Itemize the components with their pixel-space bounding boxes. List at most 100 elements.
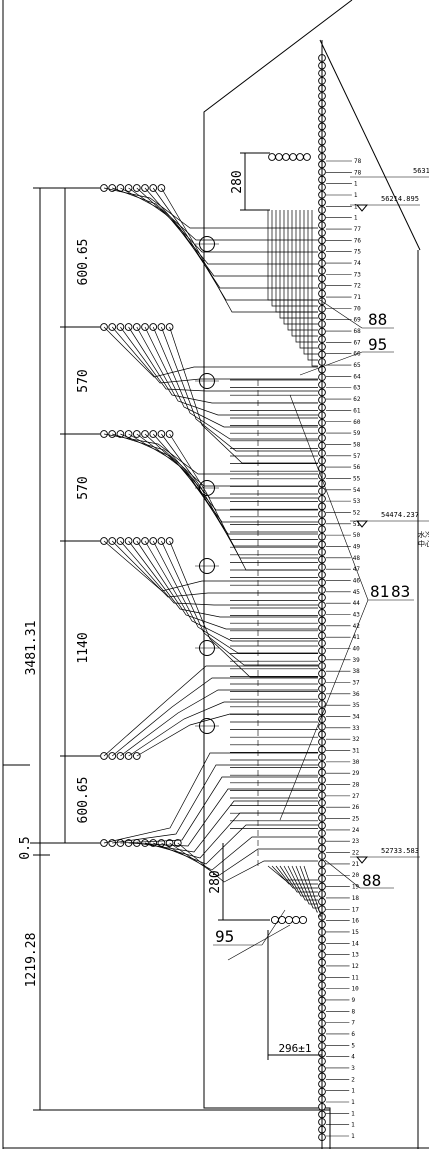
- upper-tube-path: [303, 210, 318, 355]
- tube-number: 5: [351, 1042, 355, 1049]
- elevation-52733: 52733.583: [381, 847, 419, 855]
- tube-path: [128, 788, 318, 847]
- tube-path: [136, 713, 318, 757]
- tube-number: 1: [351, 1099, 355, 1106]
- bottom-tube-circle: [277, 915, 287, 925]
- tube-path: [112, 187, 318, 241]
- lower-tube-path: [279, 865, 318, 893]
- bottom-tube-circle: [284, 915, 294, 925]
- tube-path: [112, 764, 318, 844]
- tube-bundles: [103, 187, 322, 917]
- tube-path: [144, 540, 318, 642]
- upper-tube-path: [307, 210, 318, 361]
- tube-path: [136, 433, 318, 523]
- tube-number: 29: [352, 770, 360, 777]
- bottom-tube-circle: [298, 915, 308, 925]
- tube-path: [111, 540, 318, 598]
- outline-parallelogram-left: [203, 0, 353, 1149]
- tube-path: [169, 540, 318, 678]
- bottom-tube-circle: [270, 915, 280, 925]
- tube-number: 8: [351, 1008, 355, 1015]
- tube-number: 78: [354, 169, 362, 176]
- support-circles: [195, 236, 219, 734]
- tube-number: 9: [351, 997, 355, 1004]
- tube-path: [103, 326, 318, 378]
- dim-600-lower: 600.65: [76, 777, 91, 824]
- tube-number: 16: [352, 918, 360, 925]
- tube-number: 67: [353, 339, 361, 346]
- lower-tube-path: [295, 865, 318, 909]
- tube-path: [136, 187, 318, 277]
- tube-number: 25: [352, 816, 360, 823]
- tube-path: [120, 187, 318, 253]
- tube-path: [128, 540, 318, 618]
- tube-path: [152, 540, 318, 654]
- top-tube-circle: [303, 153, 311, 161]
- dim-570-a: 570: [76, 369, 91, 392]
- tube-number: 34: [352, 714, 360, 721]
- tube-number: 60: [353, 419, 361, 426]
- tube-number: 1: [354, 181, 358, 188]
- tube-number: 43: [353, 611, 361, 618]
- tube-path: [128, 326, 318, 404]
- tube-number: 54: [353, 487, 361, 494]
- tube-number: 20: [352, 872, 360, 879]
- tube-number: 70: [354, 305, 362, 312]
- tube-number: 51: [353, 521, 361, 528]
- tube-number: 53: [353, 498, 361, 505]
- tube-number: 76: [354, 237, 362, 244]
- tube-path: [136, 326, 318, 416]
- tube-number: 50: [353, 532, 361, 539]
- upper-tube-path: [311, 210, 318, 367]
- tube-number: 58: [353, 441, 361, 448]
- tube-path: [169, 842, 318, 877]
- tube-number: 52: [353, 509, 361, 516]
- tube-number: 26: [352, 804, 360, 811]
- callout-95-top: 95: [368, 335, 387, 354]
- tube-path: [144, 187, 318, 289]
- upper-tube-path: [299, 210, 318, 349]
- lower-tube-path: [283, 865, 318, 897]
- tube-number: 24: [352, 827, 360, 834]
- tube-path: [161, 326, 318, 452]
- tube-path: [103, 433, 318, 475]
- top-tube-circle: [282, 153, 290, 161]
- tube-row-circles: [100, 153, 311, 925]
- tube-path: [144, 326, 318, 428]
- elevation-56214: 56214.895: [381, 195, 419, 203]
- callout-81: 81: [370, 582, 389, 601]
- bottom-tube-circle: [291, 915, 301, 925]
- dim-280-top: 280: [230, 170, 245, 193]
- tube-number: 49: [353, 543, 361, 550]
- tube-number: 13: [352, 952, 360, 959]
- tube-number: 44: [353, 600, 361, 607]
- tube-path: [112, 433, 318, 487]
- tube-path: [169, 326, 318, 464]
- tube-number: 30: [352, 759, 360, 766]
- tube-number: 1: [354, 215, 358, 222]
- tube-path: [152, 187, 318, 301]
- tube-path: [177, 842, 318, 883]
- dim-3481: 3481.31: [24, 621, 39, 676]
- callout-leaders: [213, 299, 414, 961]
- lower-tube-path: [303, 865, 322, 917]
- callout-83: 83: [391, 582, 410, 601]
- tube-number: 69: [354, 317, 362, 324]
- tube-number: 36: [352, 691, 360, 698]
- tube-number: 33: [352, 725, 360, 732]
- tube-path: [120, 776, 318, 844]
- tube-number: 1: [351, 1122, 355, 1129]
- tube-number: 68: [353, 328, 361, 335]
- tube-number: 1: [354, 192, 358, 199]
- tube-number: 45: [353, 589, 361, 596]
- tube-number: 22: [352, 850, 360, 857]
- lower-tube-path: [271, 865, 318, 885]
- tube-number: 1: [351, 1088, 355, 1095]
- lower-tube-path: [299, 865, 318, 913]
- tube-number: 6: [351, 1031, 355, 1038]
- tube-number: 40: [353, 646, 361, 653]
- tube-number: 7: [351, 1020, 355, 1027]
- tube-number: 38: [352, 668, 360, 675]
- tube-path: [120, 326, 318, 392]
